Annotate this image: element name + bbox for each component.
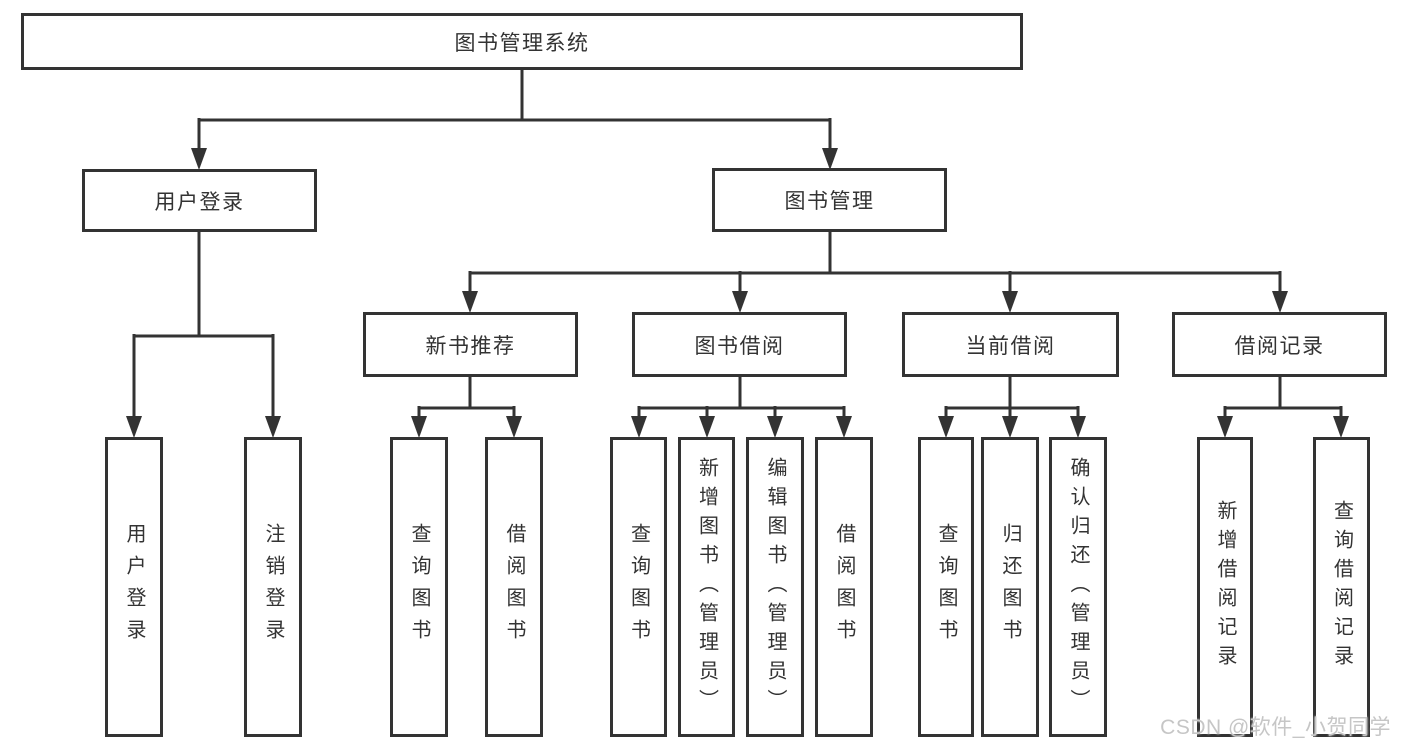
node-book-borrow: 图书借阅 — [632, 312, 847, 377]
leaf-add-book-admin: 新增图书（管理员） — [678, 437, 735, 737]
leaf-user-login: 用户登录 — [105, 437, 163, 737]
leaf-query-borrow-record: 查询借阅记录 — [1313, 437, 1370, 737]
leaf-borrow-books: 借阅图书 — [485, 437, 543, 737]
leaf-edit-book-admin: 编辑图书（管理员） — [746, 437, 804, 737]
leaf-query-books: 查询图书 — [918, 437, 974, 737]
watermark: CSDN @软件_小贺同学 — [1160, 716, 1391, 739]
leaf-logout: 注销登录 — [244, 437, 302, 737]
node-root: 图书管理系统 — [21, 13, 1023, 70]
leaf-query-books: 查询图书 — [390, 437, 448, 737]
node-borrow-records: 借阅记录 — [1172, 312, 1387, 377]
leaf-query-books: 查询图书 — [610, 437, 667, 737]
node-user-login: 用户登录 — [82, 169, 317, 232]
leaf-confirm-return-admin: 确认归还（管理员） — [1049, 437, 1107, 737]
leaf-add-borrow-record: 新增借阅记录 — [1197, 437, 1253, 737]
node-book-management: 图书管理 — [712, 168, 947, 232]
node-new-book-recommend: 新书推荐 — [363, 312, 578, 377]
node-current-borrow: 当前借阅 — [902, 312, 1119, 377]
leaf-return-book: 归还图书 — [981, 437, 1039, 737]
leaf-borrow-books: 借阅图书 — [815, 437, 873, 737]
